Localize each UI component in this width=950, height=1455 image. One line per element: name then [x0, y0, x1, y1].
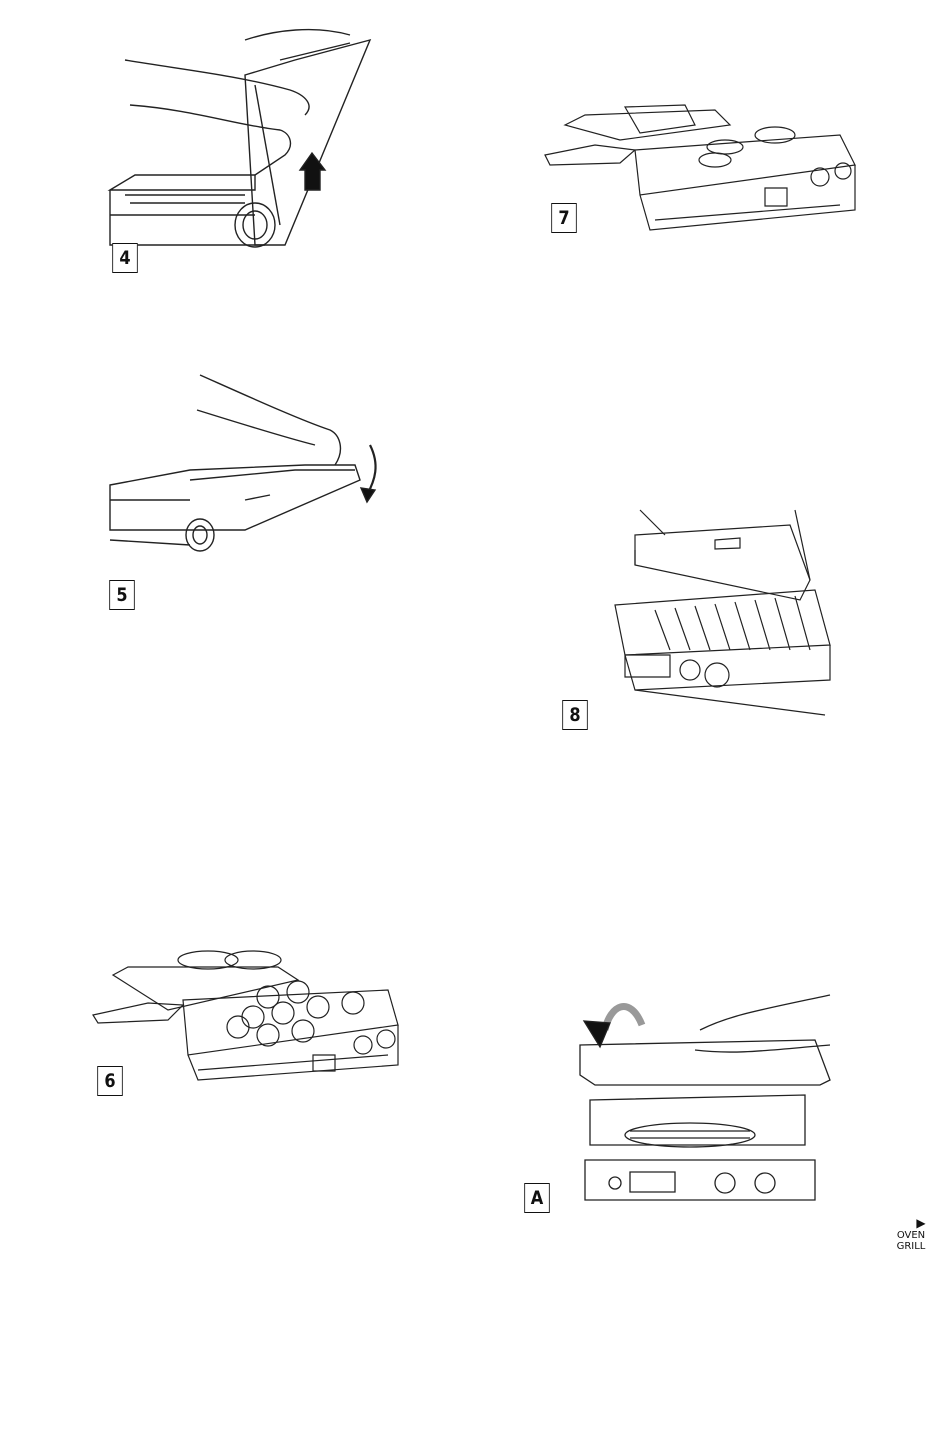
- figure-a-label: A: [524, 1183, 550, 1213]
- tab-label-line1: OVEN: [888, 1230, 934, 1241]
- figure-5-label: 5: [109, 580, 135, 610]
- figure-4-label: 4: [112, 243, 138, 273]
- figure-8-label: 8: [562, 700, 588, 730]
- figure-8-illustration: [595, 505, 845, 720]
- figure-7-label: 7: [551, 203, 577, 233]
- figure-4-illustration: [105, 15, 385, 250]
- figure-5-illustration: [105, 370, 390, 580]
- figure-7-illustration: [540, 95, 860, 245]
- figure-a-illustration: [570, 985, 885, 1210]
- section-tab-oven-grill[interactable]: ▶ OVEN GRILL: [888, 1216, 934, 1252]
- figure-6-label: 6: [97, 1066, 123, 1096]
- tab-label-line2: GRILL: [888, 1241, 934, 1252]
- figure-6-illustration: [88, 945, 408, 1095]
- play-arrow-icon: ▶: [888, 1216, 934, 1230]
